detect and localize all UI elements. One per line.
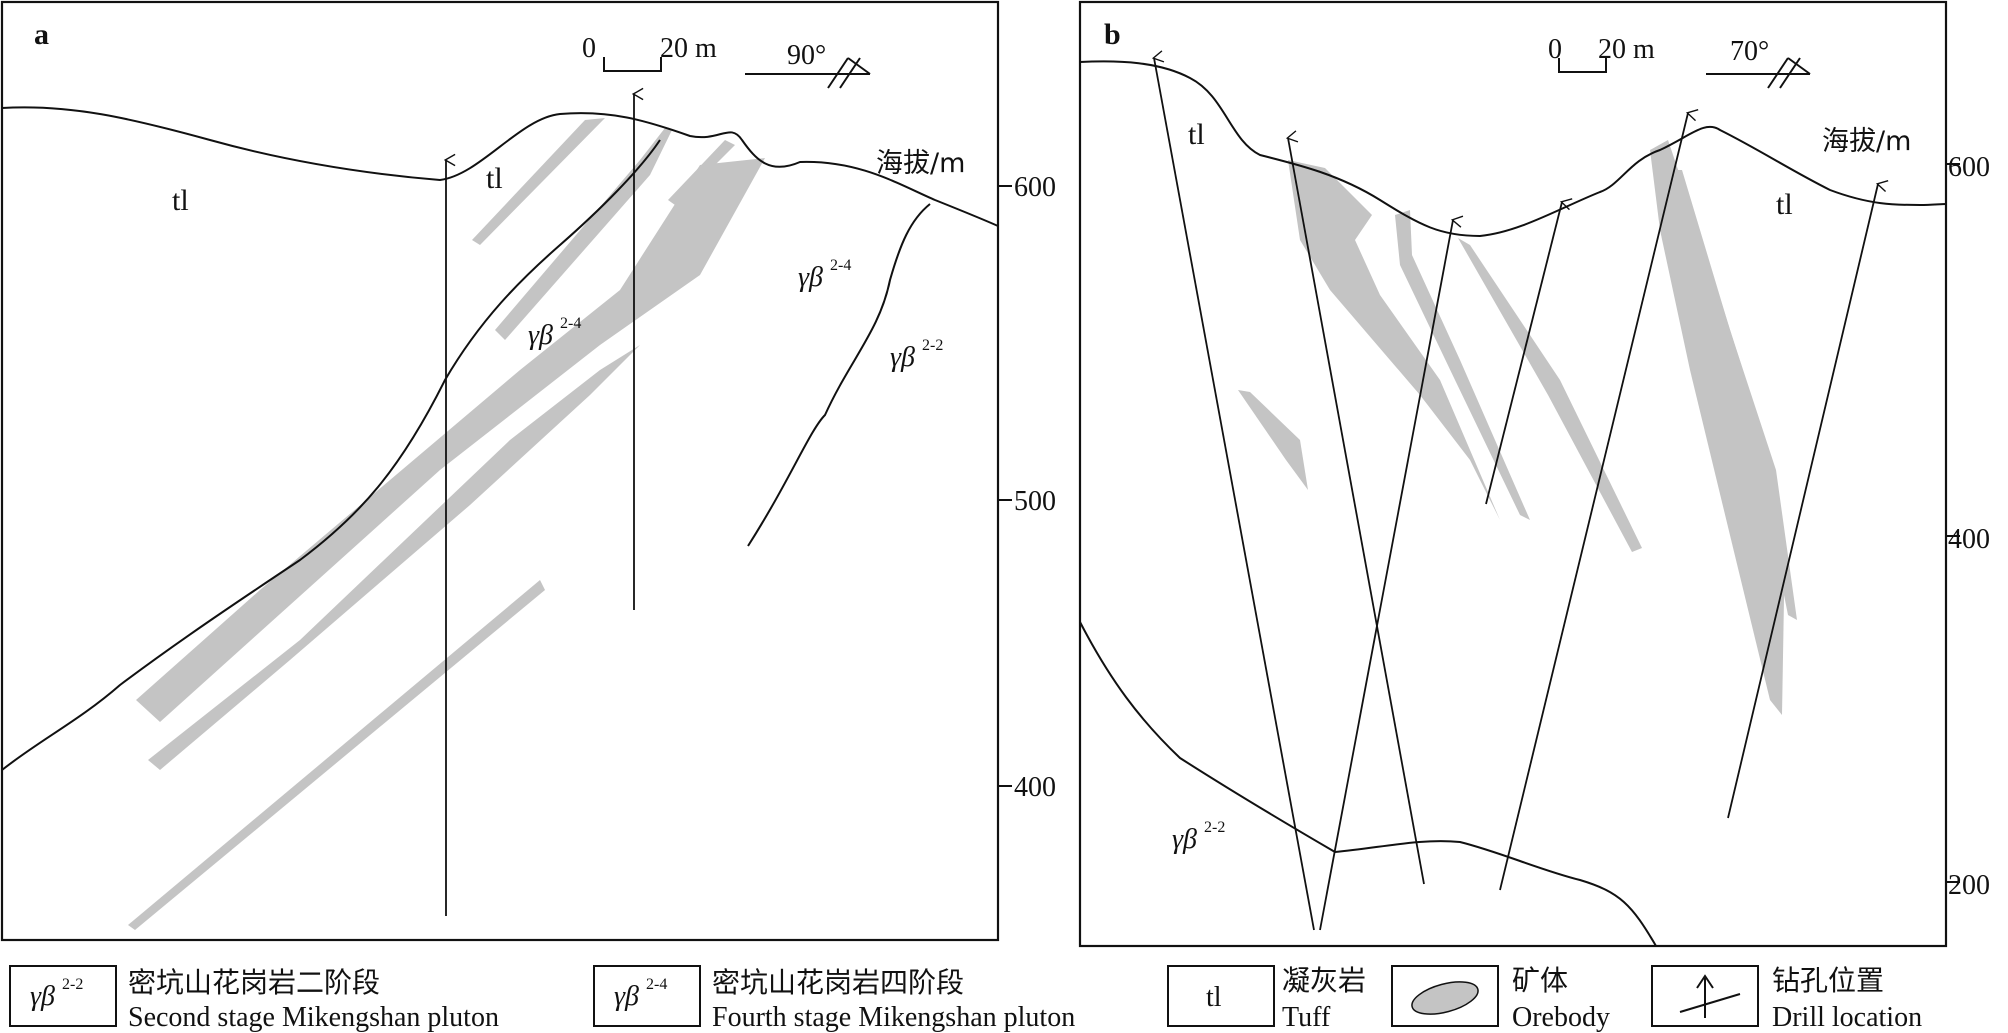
legend-label-en: Second stage Mikengshan pluton bbox=[128, 1002, 499, 1033]
legend-label-en: Tuff bbox=[1282, 1002, 1331, 1033]
svg-text:2-4: 2-4 bbox=[560, 315, 581, 332]
panel-a-label-gb22-right: γβ 2-2 bbox=[890, 337, 943, 373]
orebody bbox=[136, 158, 765, 722]
svg-text:γβ: γβ bbox=[798, 262, 823, 293]
orebody-icon bbox=[1409, 976, 1482, 1021]
panel-a-granite-tuff-contact bbox=[2, 140, 660, 770]
panel-b-tick-200: 200 bbox=[1948, 870, 1990, 901]
legend-symbol-box bbox=[594, 966, 700, 1026]
panel-a-tick-500: 500 bbox=[1014, 486, 1056, 517]
svg-text:tl: tl bbox=[1206, 982, 1222, 1013]
panel-b-letter: b bbox=[1104, 18, 1121, 51]
svg-text:γβ: γβ bbox=[30, 981, 55, 1012]
orebody bbox=[1458, 238, 1642, 552]
svg-text:2-2: 2-2 bbox=[922, 337, 943, 354]
panel-b-elevation-label: 海拔/m bbox=[1822, 126, 1911, 157]
drill-hole-b5 bbox=[1500, 113, 1688, 890]
legend-item-second-stage: γβ 2-2 密坑山花岗岩二阶段 Second stage Mikengshan… bbox=[10, 966, 499, 1033]
panel-a-strike-angle: 90° bbox=[787, 40, 826, 71]
panel-b-frame bbox=[1080, 2, 1946, 946]
panel-b-scale-bar: 0 20 m bbox=[1548, 34, 1655, 72]
legend-label-cn: 密坑山花岗岩四阶段 bbox=[712, 966, 964, 999]
legend-label-cn: 密坑山花岗岩二阶段 bbox=[128, 966, 380, 999]
panel-a-letter: a bbox=[34, 18, 49, 51]
svg-text:γβ: γβ bbox=[614, 981, 639, 1012]
panel-a-elevation-axis: 海拔/m 600 500 400 bbox=[876, 148, 1056, 803]
panel-b-elevation-axis: 海拔/m 600 400 200 bbox=[1822, 126, 1990, 901]
legend-label-cn: 矿体 bbox=[1512, 964, 1568, 997]
panel-b: b 0 20 m 70° 海拔/m 600 400 200 bbox=[1080, 2, 1990, 946]
drill-hole-b1 bbox=[1154, 58, 1314, 930]
svg-text:γβ: γβ bbox=[890, 342, 915, 373]
legend-item-drill: 钻孔位置 Drill location bbox=[1652, 964, 1922, 1033]
panel-b-strike-angle: 70° bbox=[1730, 36, 1769, 67]
panel-b-label-tl-1: tl bbox=[1188, 118, 1205, 151]
legend-item-fourth-stage: γβ 2-4 密坑山花岗岩四阶段 Fourth stage Mikengshan… bbox=[594, 966, 1075, 1033]
legend-label-en: Drill location bbox=[1772, 1002, 1922, 1033]
panel-a-label-tl-1: tl bbox=[172, 184, 189, 217]
orebody bbox=[1288, 160, 1500, 520]
drill-hole-b4 bbox=[1486, 202, 1562, 504]
legend-label-cn: 凝灰岩 bbox=[1282, 964, 1366, 997]
panel-a-scale-bar: 0 20 m bbox=[582, 33, 717, 71]
legend-label-en: Fourth stage Mikengshan pluton bbox=[712, 1002, 1075, 1033]
legend-label-cn: 钻孔位置 bbox=[1772, 964, 1884, 997]
panel-b-topography bbox=[1080, 61, 1946, 236]
panel-a-label-tl-2: tl bbox=[486, 162, 503, 195]
panel-b-strike-symbol: 70° bbox=[1706, 36, 1810, 88]
panel-a-scale-zero: 0 bbox=[582, 33, 596, 64]
panel-b-tick-600: 600 bbox=[1948, 152, 1990, 183]
legend: γβ 2-2 密坑山花岗岩二阶段 Second stage Mikengshan… bbox=[10, 964, 1922, 1033]
panel-a: a 0 20 m 90° 海拔/m 600 500 400 bbox=[2, 2, 1056, 940]
panel-a-tick-600: 600 bbox=[1014, 172, 1056, 203]
panel-a-scale-max: 20 m bbox=[660, 33, 717, 64]
panel-a-stage-contact bbox=[748, 204, 930, 546]
drill-icon bbox=[1680, 976, 1740, 1018]
legend-label-en: Orebody bbox=[1512, 1002, 1610, 1033]
panel-b-tick-400: 400 bbox=[1948, 524, 1990, 555]
panel-a-tick-400: 400 bbox=[1014, 772, 1056, 803]
panel-a-strike-symbol: 90° bbox=[745, 40, 870, 88]
orebody bbox=[128, 580, 545, 930]
panel-a-label-gb24-right: γβ 2-4 bbox=[798, 257, 851, 293]
svg-text:2-2: 2-2 bbox=[62, 976, 83, 993]
panel-b-scale-zero: 0 bbox=[1548, 34, 1562, 65]
legend-item-tuff: tl 凝灰岩 Tuff bbox=[1168, 964, 1366, 1033]
panel-b-label-gb22: γβ 2-2 bbox=[1172, 819, 1225, 855]
svg-text:2-4: 2-4 bbox=[830, 257, 851, 274]
orebody bbox=[1650, 140, 1785, 715]
legend-symbol-box bbox=[10, 966, 116, 1026]
svg-text:γβ: γβ bbox=[528, 320, 553, 351]
svg-text:2-4: 2-4 bbox=[646, 976, 667, 993]
legend-item-orebody: 矿体 Orebody bbox=[1392, 964, 1610, 1033]
panel-b-label-tl-2: tl bbox=[1776, 188, 1793, 221]
panel-a-elevation-label: 海拔/m bbox=[876, 148, 965, 179]
svg-text:γβ: γβ bbox=[1172, 824, 1197, 855]
panel-b-scale-max: 20 m bbox=[1598, 34, 1655, 65]
orebody bbox=[1238, 390, 1308, 490]
svg-text:2-2: 2-2 bbox=[1204, 819, 1225, 836]
